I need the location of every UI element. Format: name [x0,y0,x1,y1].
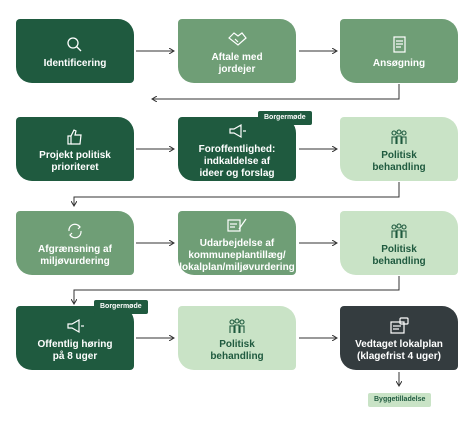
cycle-leaf-icon [68,223,82,239]
document-icon [393,36,406,53]
documents-pen-icon [227,218,247,232]
handshake-icon [228,32,247,46]
step-offentlig-hoering: Offentlig høring på 8 uger [16,306,134,370]
step-label: Projekt politisk prioriteret [39,150,111,173]
thumbs-up-icon [67,129,82,145]
people-group-icon [229,318,245,333]
step-label: Udarbejdelse af kommuneplantillæg/ lokal… [179,238,295,273]
step-aftale: Aftale med jordejer [178,19,296,83]
step-label: Politisk behandling [372,244,426,267]
arrow-wrap-2 [74,182,400,206]
step-politisk-behandling-2: Politisk behandling [340,211,458,275]
tag-borgermoede: Borgermøde [258,111,312,125]
people-group-icon [391,129,407,144]
step-label: Aftale med jordejer [211,52,263,75]
step-ansoegning: Ansøgning [340,19,458,83]
step-label: Ansøgning [372,58,426,69]
step-projekt: Projekt politisk prioriteret [16,117,134,181]
approved-document-icon [390,317,409,334]
magnifier-icon [67,37,82,52]
step-label: Foroffentlighed: indkaldelse af ideer og… [198,144,276,179]
tag-byggetilladelse: Byggetilladelse [368,393,432,407]
step-label: Politisk behandling [210,339,264,362]
step-politisk-behandling-3: Politisk behandling [178,306,296,370]
step-vedtaget-lokalplan: Vedtaget lokalplan (klagefrist 4 uger) [340,306,458,370]
megaphone-icon [67,318,84,334]
step-udarbejdelse: Udarbejdelse af kommuneplantillæg/ lokal… [178,211,296,275]
arrow-wrap-1 [152,84,400,99]
step-foroffentlighed: Foroffentlighed: indkaldelse af ideer og… [178,117,296,181]
people-group-icon [391,223,407,238]
megaphone-icon [229,123,246,139]
step-label: Afgrænsning af miljøvurdering [38,244,112,267]
step-afgraensning: Afgrænsning af miljøvurdering [16,211,134,275]
step-identificering: Identificering [16,19,134,83]
step-label: Identificering [43,58,107,69]
arrow-wrap-3 [74,276,400,304]
step-label: Offentlig høring på 8 uger [37,339,113,362]
tag-borgermoede: Borgermøde [94,300,148,314]
step-label: Vedtaget lokalplan (klagefrist 4 uger) [355,339,443,362]
step-label: Politisk behandling [372,150,426,173]
step-politisk-behandling-1: Politisk behandling [340,117,458,181]
